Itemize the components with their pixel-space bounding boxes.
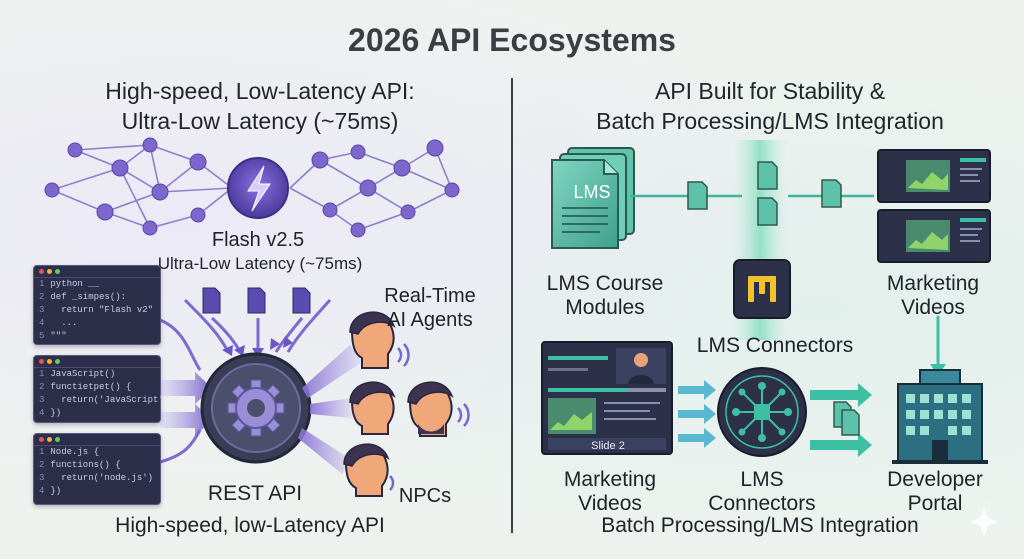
flash-label: Flash v2.5 [211,229,305,251]
person-head-icon-3 [407,381,470,437]
right-diagram-graphics [541,140,998,536]
lms-course-line1: LMS Course [546,272,664,295]
lms-course-line2: Modules [565,296,645,319]
page-title: 2026 API Ecosystems [348,22,676,58]
marketing-top-line2: Videos [901,296,965,319]
slide-to-connector-arrows [678,380,716,448]
hub-to-portal-arrows [810,383,872,457]
lms-connector-icon [733,259,791,319]
sparkle-icon [970,508,998,536]
neural-nodes-right [311,139,460,238]
lms-doc-label: LMS [573,182,611,202]
agents-label-line1: Real-Time [384,285,476,307]
left-footer: High-speed, low-Latency API [115,514,385,537]
code-arrows [160,372,212,436]
slide-panel [541,341,673,455]
neural-nodes-left [44,137,207,236]
portal-line1: Developer [887,468,983,491]
lms-connectors-mid-label: LMS Connectors [696,334,854,357]
right-heading-line1: API Built for Stability & [654,78,886,104]
agents-label-line2: AI Agents [387,309,473,331]
npcs-label: NPCs [398,485,452,507]
person-head-icon-1 [349,311,410,369]
network-hub-icon [717,367,807,457]
left-heading-line1: High-speed, Low-Latency API: [105,78,415,104]
document-icon-lms [551,147,635,249]
right-heading-line2: Batch Processing/LMS Integration [596,108,944,134]
outgoing-beams [298,345,362,474]
document-icons-left [202,287,311,314]
slide-label: Slide 2 [591,440,625,452]
center-divider [511,78,513,533]
video-thumbnail-icon-1 [877,149,991,203]
marketing-top-line1: Marketing [886,272,980,295]
gear-icon [200,352,312,464]
building-icon [892,369,988,464]
connectors-bottom-line1: LMS [740,468,784,491]
video-thumbnail-icon-2 [877,209,991,263]
portal-line2: Portal [907,492,963,515]
rest-api-label: REST API [207,482,303,505]
small-document-icons-bottom [833,401,860,436]
marketing-bottom-line1: Marketing [563,468,657,491]
person-head-icon-2 [349,381,396,435]
flash-sublabel: Ultra-Low Latency (~75ms) [157,254,363,273]
left-diagram-graphics [44,137,470,497]
lightning-icon [227,157,289,219]
small-document-icons-right [687,161,842,226]
marketing-bottom-line2: Videos [578,492,642,515]
left-heading-line2: Ultra-Low Latency (~75ms) [121,108,399,134]
connectors-bottom-line2: Connectors [708,492,816,515]
right-footer: Batch Processing/LMS Integration [601,514,919,537]
person-head-icon-4 [343,443,395,497]
